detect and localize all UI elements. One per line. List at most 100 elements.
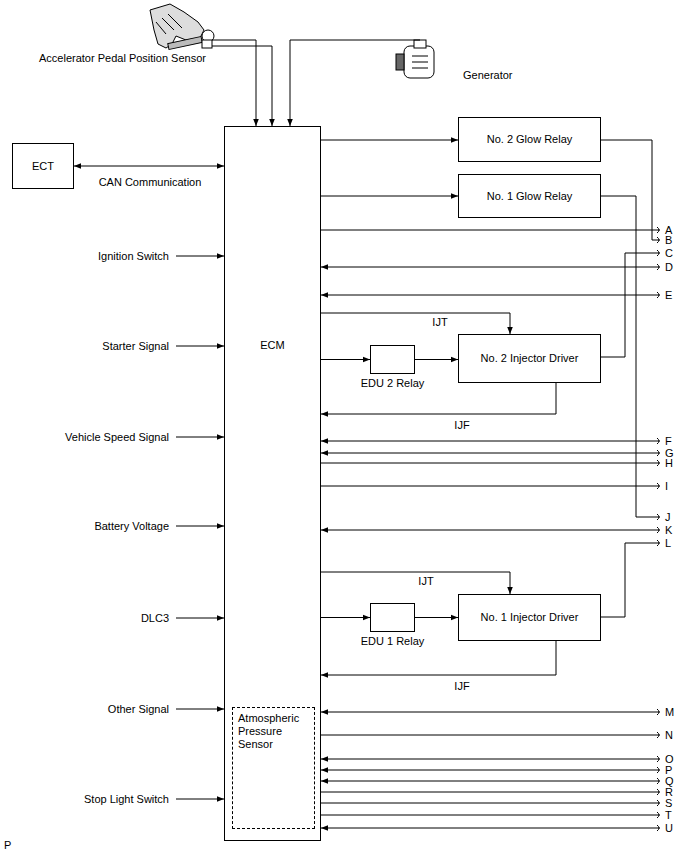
- connector: [321, 313, 510, 334]
- input-arrow: [176, 346, 224, 347]
- relay-box: No. 2 Glow Relay: [458, 117, 601, 162]
- node-text: Atmospheric Pressure Sensor: [238, 712, 309, 752]
- signal-name: Accelerator Pedal Position Sensor: [38, 53, 207, 64]
- node-text: ECT: [32, 160, 54, 173]
- connector-break-mark: [657, 812, 659, 818]
- relay-box: No. 1 Glow Relay: [458, 174, 601, 218]
- input-wires: [176, 256, 224, 799]
- signal-name: Stop Light Switch: [83, 794, 170, 805]
- terminal-letter: M: [664, 707, 675, 717]
- signal-name: Battery Voltage: [93, 521, 170, 532]
- edge-label: IJT: [431, 317, 448, 328]
- connector: [74, 166, 224, 167]
- connector-break-mark: [657, 767, 659, 773]
- terminal-letter: S: [664, 798, 673, 808]
- connector-break-mark: [657, 250, 659, 256]
- connector-break-mark: [657, 527, 659, 533]
- signal-wire: [321, 815, 660, 816]
- signal-wire: [321, 735, 660, 736]
- connector: [321, 572, 510, 594]
- signal-wire: [321, 295, 660, 296]
- signal-wire: [321, 792, 660, 793]
- terminal-letter: D: [664, 262, 674, 272]
- terminal-letter: H: [664, 458, 674, 468]
- terminal-letter: I: [664, 481, 669, 491]
- connector-break-mark: [657, 514, 659, 520]
- connector: [321, 641, 556, 675]
- signal-wire: [321, 441, 660, 442]
- edge-label: CAN Communication: [98, 177, 203, 188]
- connector: [321, 140, 458, 141]
- driver-output-wires: [601, 140, 660, 617]
- input-arrow: [176, 709, 224, 710]
- driver-box: No. 1 Injector Driver: [458, 594, 601, 641]
- signal-name: Other Signal: [107, 704, 170, 715]
- connector-break-mark: [657, 732, 659, 738]
- connector-break-mark: [657, 292, 659, 298]
- connector-break-mark: [657, 483, 659, 489]
- signal-wire: [321, 712, 660, 713]
- signal-wire: [321, 803, 660, 804]
- connector-break-mark: [657, 540, 659, 546]
- relay-box: EDU 2 Relay: [370, 345, 415, 374]
- signal-wire: [321, 781, 660, 782]
- signal-name: Generator: [462, 70, 514, 81]
- input-arrow: [176, 526, 224, 527]
- terminal-letter: T: [664, 810, 673, 820]
- node-text: No. 2 Injector Driver: [481, 352, 579, 365]
- edge-label: IJF: [453, 681, 470, 692]
- terminal-letter: B: [664, 235, 673, 245]
- signal-wire: [321, 486, 660, 487]
- sensor-box: Atmospheric Pressure Sensor: [232, 707, 315, 829]
- relay-box: EDU 1 Relay: [370, 603, 415, 632]
- node-text: EDU 1 Relay: [361, 635, 425, 648]
- connector: [321, 617, 370, 618]
- terminal-letter: L: [664, 538, 672, 548]
- connector-break-mark: [657, 789, 659, 795]
- connector: [415, 359, 458, 360]
- terminal-letter: C: [664, 248, 674, 258]
- connector: [321, 196, 458, 197]
- signal-wire: [321, 759, 660, 760]
- signal-wire: [321, 267, 660, 268]
- input-arrow: [176, 256, 224, 257]
- connector-break-mark: [657, 450, 659, 456]
- terminal-letter: P: [664, 765, 673, 775]
- terminal-letter: N: [664, 730, 674, 740]
- connector: [415, 617, 458, 618]
- connector: [321, 383, 556, 414]
- node-text: EDU 2 Relay: [361, 377, 425, 390]
- control-unit-box: ECT: [12, 143, 74, 189]
- node-text: No. 1 Injector Driver: [481, 611, 579, 624]
- connector-break-mark: [657, 800, 659, 806]
- signal-wire: [321, 453, 660, 454]
- connector-break-mark: [657, 756, 659, 762]
- ecm-box: ECM Atmospheric Pressure Sensor: [224, 126, 321, 841]
- terminal-letter: F: [664, 436, 673, 446]
- signal-wire: [321, 230, 660, 231]
- signal-name: Starter Signal: [101, 341, 170, 352]
- signal-wire: [321, 463, 660, 464]
- connector-break-mark: [657, 264, 659, 270]
- terminal-letter: J: [664, 512, 672, 522]
- connector-break-mark: [657, 438, 659, 444]
- signal-name: Vehicle Speed Signal: [64, 432, 170, 443]
- generator-illustration: [396, 40, 434, 78]
- signal-wire: [321, 530, 660, 531]
- connector-break-mark: [657, 227, 659, 233]
- terminal-letter: R: [664, 787, 674, 797]
- terminal-wires: [321, 227, 660, 831]
- driver-box: No. 2 Injector Driver: [458, 334, 601, 383]
- terminal-letter: K: [664, 525, 673, 535]
- terminal-letter: G: [664, 448, 675, 458]
- signal-wire: [321, 828, 660, 829]
- input-arrow: [176, 437, 224, 438]
- signal-name: Ignition Switch: [97, 251, 170, 262]
- input-arrow: [176, 618, 224, 619]
- node-text: ECM: [225, 339, 320, 352]
- signal-name: DLC3: [140, 613, 170, 624]
- connector-break-mark: [657, 709, 659, 715]
- terminal-letter: U: [664, 823, 674, 833]
- connector-break-mark: [657, 825, 659, 831]
- terminal-letter: Q: [664, 776, 675, 786]
